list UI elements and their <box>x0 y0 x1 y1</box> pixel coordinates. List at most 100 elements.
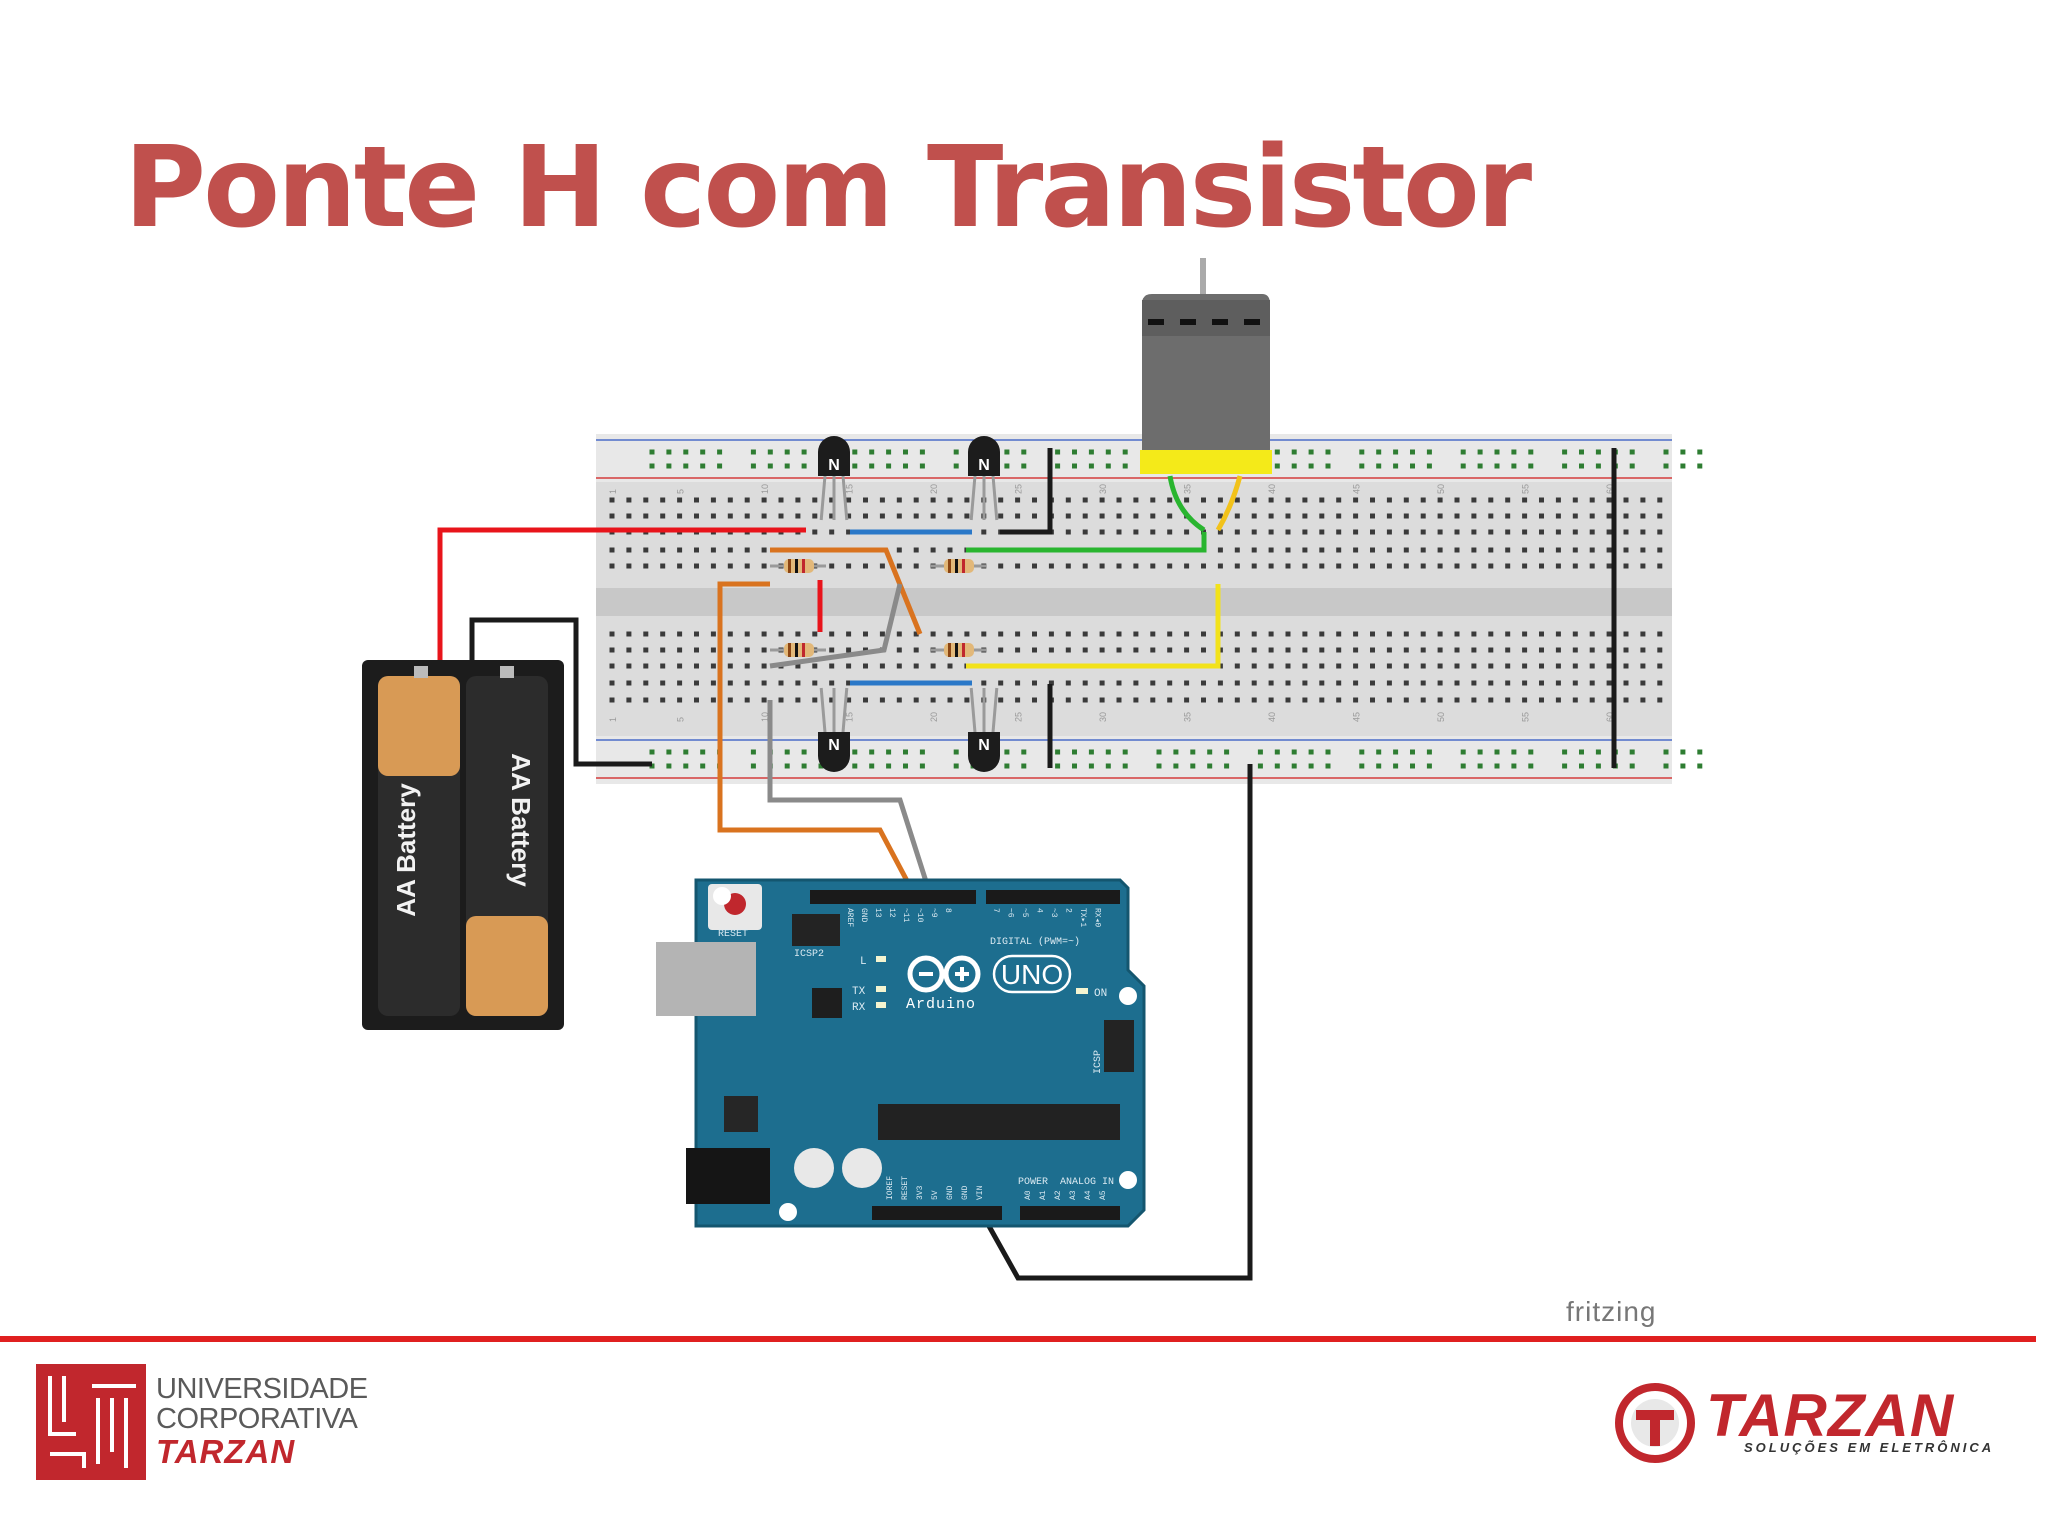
breadboard-hole <box>1032 563 1037 569</box>
rail-hole <box>1021 749 1027 755</box>
breadboard-hole <box>1522 529 1528 535</box>
rail-hole <box>717 463 723 469</box>
breadboard-hole <box>1403 529 1409 535</box>
rail-hole <box>852 449 858 455</box>
rail-hole <box>649 749 655 755</box>
breadboard-hole <box>1319 513 1325 519</box>
breadboard-hole <box>1268 563 1274 569</box>
breadboard-hole <box>626 547 632 553</box>
breadboard-hole <box>1403 680 1409 686</box>
breadboard-hole <box>744 497 750 503</box>
rail-hole <box>818 763 824 769</box>
breadboard-hole <box>744 631 750 637</box>
rail-hole <box>919 763 925 769</box>
column-number: 10 <box>760 712 770 722</box>
breadboard-hole <box>1454 697 1460 703</box>
breadboard-hole <box>846 563 852 569</box>
breadboard-hole <box>1082 529 1088 535</box>
column-number: 35 <box>1183 484 1193 494</box>
breadboard-hole <box>1150 497 1156 503</box>
breadboard-hole <box>609 513 615 519</box>
breadboard-hole <box>1353 529 1359 535</box>
breadboard-hole <box>1572 547 1578 553</box>
breadboard-hole <box>1589 563 1595 569</box>
breadboard-hole <box>846 680 852 686</box>
breadboard-hole <box>694 563 699 569</box>
rail-hole <box>886 749 892 755</box>
capacitor <box>842 1148 882 1188</box>
breadboard-hole <box>778 697 784 703</box>
breadboard-hole <box>761 547 767 553</box>
breadboard-hole <box>1319 547 1325 553</box>
breadboard-hole <box>660 697 666 703</box>
tarzan-logo-icon <box>1615 1383 1695 1463</box>
breadboard-hole <box>1606 631 1612 637</box>
breadboard-hole <box>1471 680 1477 686</box>
breadboard-hole <box>660 513 666 519</box>
breadboard-hole <box>1302 547 1308 553</box>
rail-hole <box>1410 749 1415 755</box>
breadboard-hole <box>1471 547 1477 553</box>
rail-hole <box>717 449 723 455</box>
rail-hole <box>1562 463 1568 469</box>
rail-hole <box>1460 749 1466 755</box>
breadboard-hole <box>1471 663 1477 669</box>
wire-gray-top <box>769 583 903 669</box>
arduino-pin-label: ~5 <box>1020 908 1029 918</box>
circuit-trace-icon <box>48 1376 136 1468</box>
breadboard-hole <box>643 663 649 669</box>
breadboard-hole <box>913 563 919 569</box>
breadboard-hole <box>1234 529 1240 535</box>
rail-hole <box>1072 463 1077 469</box>
breadboard-hole <box>1234 663 1240 669</box>
rail-hole <box>1511 749 1517 755</box>
breadboard-hole <box>744 697 750 703</box>
breadboard-hole <box>1420 663 1426 669</box>
rail-hole <box>750 449 756 455</box>
breadboard-hole <box>1268 497 1274 503</box>
breadboard-hole <box>1640 547 1646 553</box>
arduino-pin-label: A4 <box>1084 1190 1093 1200</box>
rail-hole <box>1004 749 1010 755</box>
breadboard-hole <box>1420 680 1426 686</box>
breadboard-hole <box>947 697 953 703</box>
breadboard-hole <box>1184 647 1190 653</box>
breadboard-hole <box>778 631 784 637</box>
breadboard-hole <box>1116 497 1122 503</box>
breadboard-hole <box>626 680 632 686</box>
breadboard-hole <box>1386 547 1392 553</box>
rail-hole <box>1595 463 1601 469</box>
breadboard-hole <box>879 497 885 503</box>
breadboard-hole <box>1640 529 1646 535</box>
breadboard-hole <box>1217 547 1223 553</box>
breadboard-hole <box>1048 680 1054 686</box>
breadboard-hole <box>1471 563 1477 569</box>
rail-hole <box>1579 763 1584 769</box>
breadboard-hole <box>1555 647 1561 653</box>
breadboard-hole <box>677 513 683 519</box>
slide-title: Ponte H com Transistor <box>124 123 1532 253</box>
breadboard-hole <box>727 547 733 553</box>
rail-hole <box>1156 763 1162 769</box>
breadboard-hole <box>1336 529 1342 535</box>
breadboard-hole <box>981 529 987 535</box>
resistor <box>944 559 974 573</box>
breadboard-hole <box>1150 563 1156 569</box>
breadboard-hole <box>863 663 868 669</box>
column-number: 5 <box>676 489 686 494</box>
rail-hole <box>1477 763 1483 769</box>
capacitor <box>794 1148 834 1188</box>
breadboard-hole <box>1082 680 1088 686</box>
mount-hole <box>1119 1171 1137 1189</box>
breadboard-hole <box>1555 663 1561 669</box>
breadboard-hole <box>1268 647 1274 653</box>
breadboard-hole <box>660 563 666 569</box>
rail-hole <box>1257 763 1263 769</box>
rail-hole <box>1376 749 1382 755</box>
rail-hole <box>1359 763 1365 769</box>
rail-hole <box>1697 749 1703 755</box>
rail-hole <box>886 449 892 455</box>
breadboard-hole <box>1234 497 1240 503</box>
rail-hole <box>1595 763 1601 769</box>
